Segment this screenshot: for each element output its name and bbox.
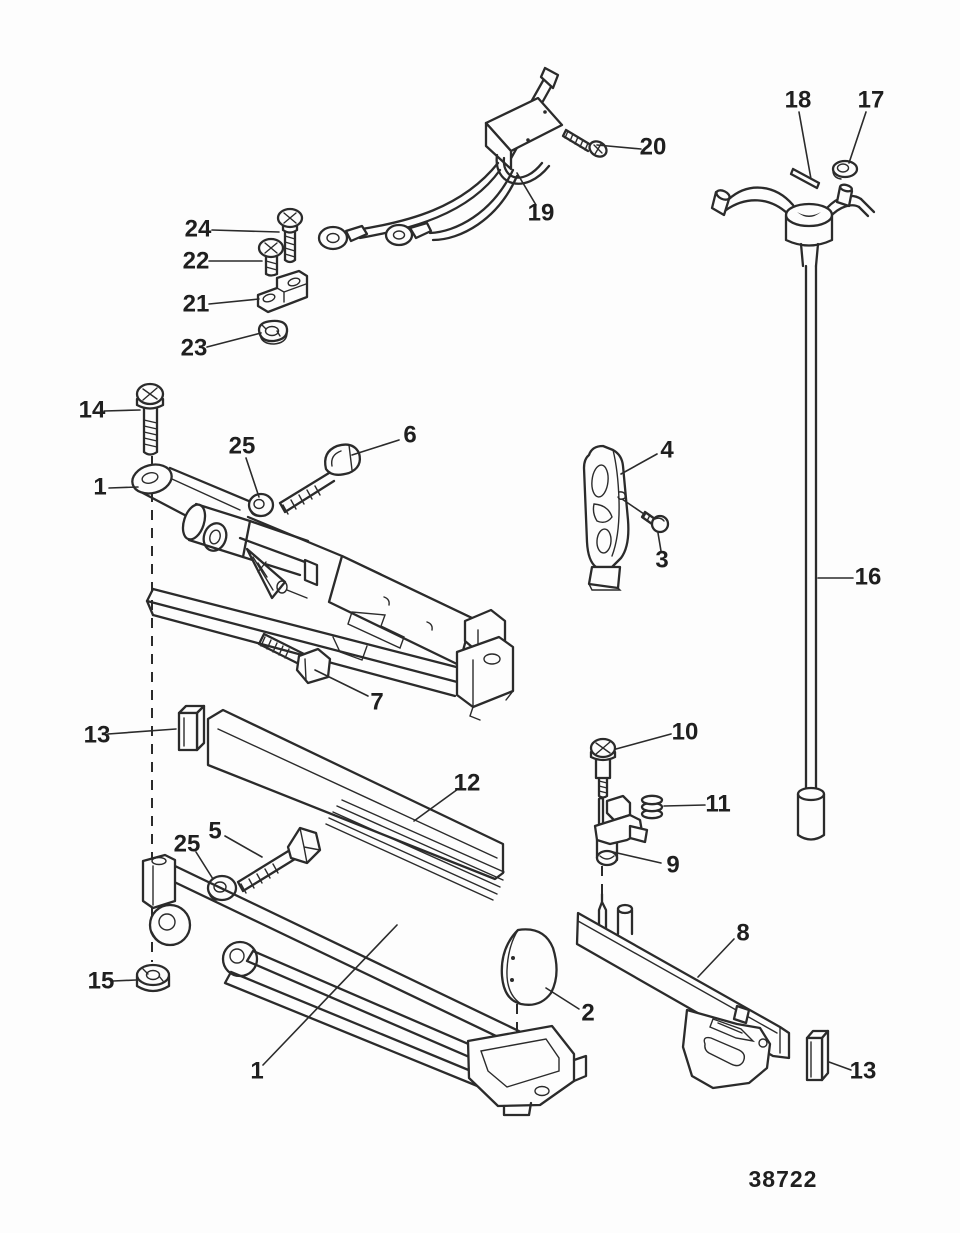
- part-7-bolt: [257, 632, 332, 685]
- callout-1-upper: 1: [93, 473, 106, 500]
- part-1-lower-rail: [141, 853, 588, 1117]
- callout-8: 8: [736, 919, 749, 946]
- part-19-switch-assembly: [317, 66, 564, 251]
- callout-19: 19: [528, 199, 555, 226]
- callout-1-lower: 1: [250, 1057, 263, 1084]
- part-11-spring: [640, 794, 664, 820]
- callout-24: 24: [185, 215, 212, 242]
- callout-9: 9: [666, 851, 679, 878]
- callout-3: 3: [655, 546, 668, 573]
- part-17-washer: [831, 159, 859, 180]
- callout-labels: 20 19 18 17 24 22 21 23 14 25 6 1 4 3 16…: [79, 86, 885, 1084]
- callout-17: 17: [858, 86, 885, 113]
- callout-23: 23: [181, 334, 208, 361]
- part-24-screw: [276, 207, 304, 264]
- part-2-shift-knob: [500, 928, 558, 1006]
- part-3-screw: [640, 510, 670, 534]
- part-9-cam-lever: [593, 794, 649, 867]
- part-4-bracket-plate: [582, 444, 630, 591]
- part-21-clamp-block: [256, 269, 309, 314]
- callout-25-upper: 25: [229, 432, 256, 459]
- part-12-channel-bar: [206, 708, 505, 901]
- callout-6: 6: [403, 421, 416, 448]
- callout-13-right: 13: [850, 1057, 877, 1084]
- callout-7: 7: [370, 688, 383, 715]
- callout-15: 15: [88, 967, 115, 994]
- callout-18: 18: [785, 86, 812, 113]
- part-14-bolt: [135, 382, 165, 456]
- part-1-shift-arm-and-frame: [131, 463, 515, 721]
- callout-14: 14: [79, 396, 106, 423]
- part-13-pad-left: [177, 704, 206, 752]
- callout-4: 4: [660, 436, 674, 463]
- leader-lines: [103, 111, 867, 1071]
- part-10-screw: [589, 737, 617, 799]
- part-23-nut: [257, 319, 289, 345]
- figure-number: 38722: [749, 1166, 818, 1192]
- callout-10: 10: [672, 718, 699, 745]
- callout-2: 2: [581, 999, 594, 1026]
- callout-12: 12: [454, 769, 481, 796]
- callout-21: 21: [183, 290, 210, 317]
- callout-11: 11: [705, 790, 730, 817]
- callout-20: 20: [640, 133, 667, 160]
- part-5-bolt: [236, 826, 322, 894]
- callout-5: 5: [208, 817, 221, 844]
- callout-13-left: 13: [84, 721, 111, 748]
- part-8-rail-bracket: [575, 892, 791, 1090]
- part-13-pad-right: [805, 1029, 830, 1082]
- callout-16: 16: [855, 563, 882, 590]
- part-16-shift-shaft: [710, 183, 876, 841]
- callout-22: 22: [183, 247, 210, 274]
- part-6-bolt: [278, 443, 362, 515]
- callout-25-lower: 25: [174, 830, 201, 857]
- part-22-screw: [257, 237, 285, 277]
- part-25-washer-upper: [247, 492, 275, 518]
- part-15-nut: [135, 963, 171, 993]
- part-18-pin: [789, 167, 821, 190]
